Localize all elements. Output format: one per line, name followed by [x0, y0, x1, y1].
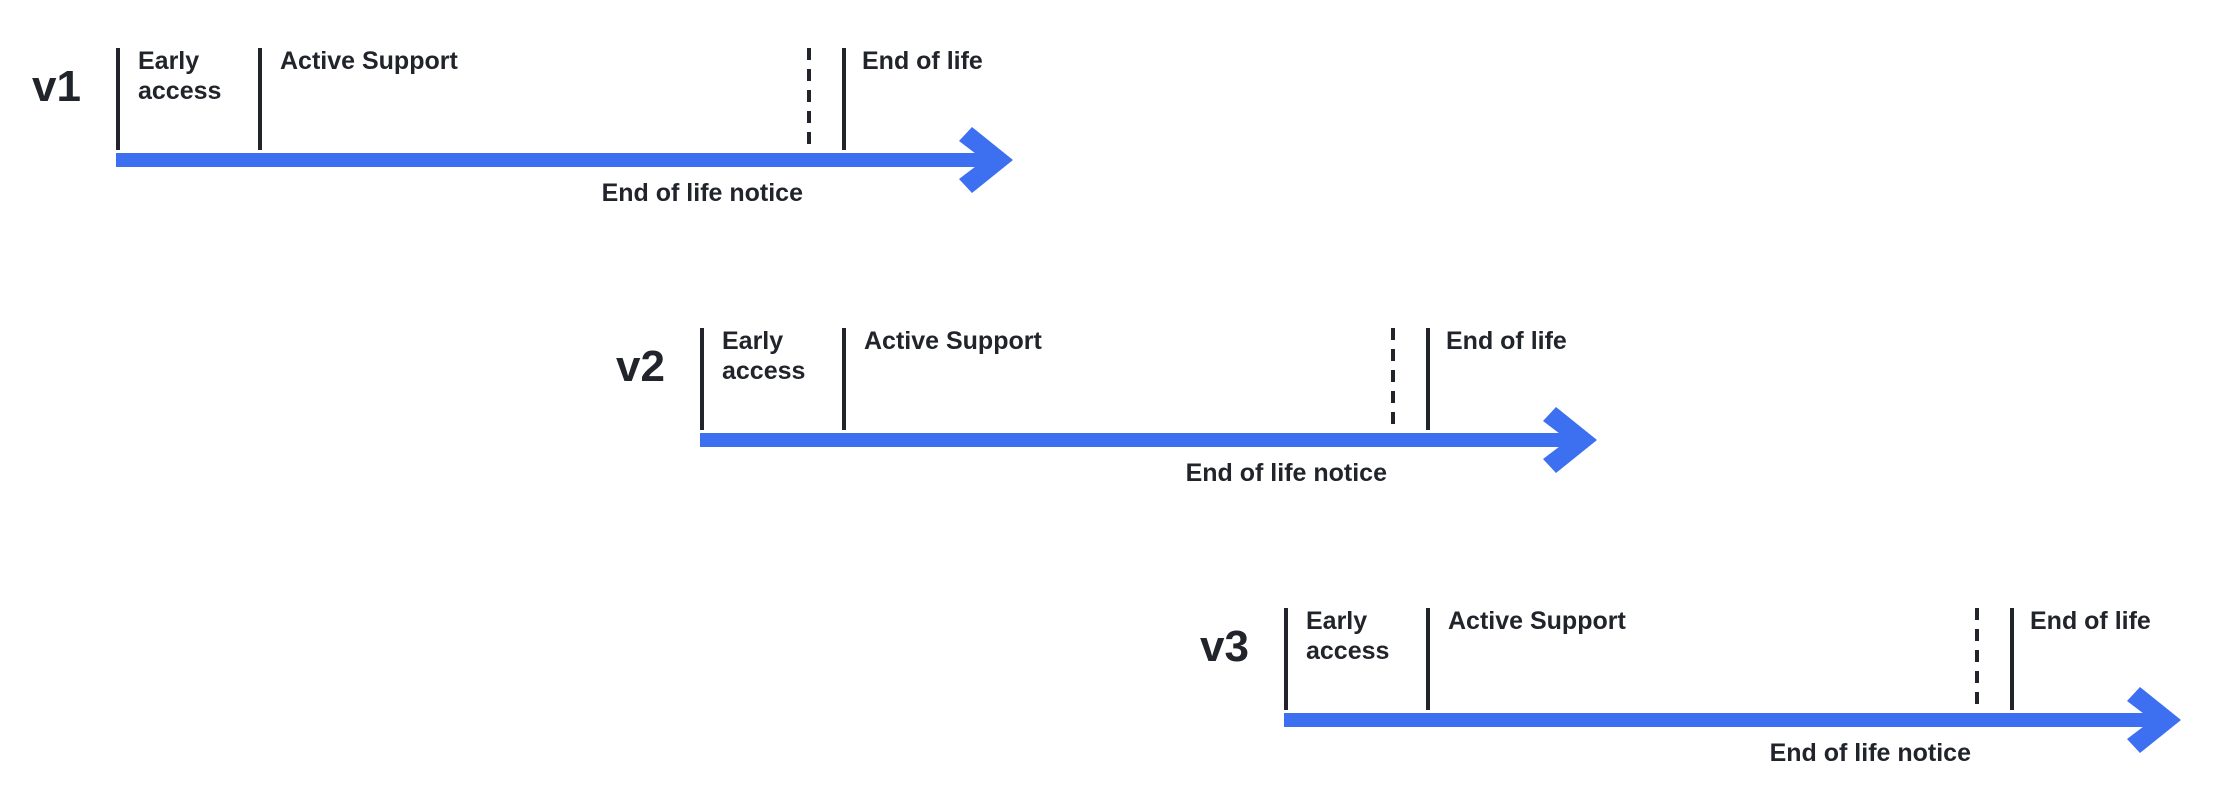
- timeline-arrow-shaft: [1284, 713, 2155, 727]
- right-arrow-icon: [1543, 407, 1597, 473]
- phase-label-active-support: Active Support: [280, 47, 458, 75]
- eol-notice-label: End of life notice: [1185, 459, 1387, 487]
- eol-notice-label: End of life notice: [1769, 739, 1971, 767]
- phase-label-end-of-life: End of life: [862, 47, 983, 75]
- timeline-start-tick: [1284, 608, 1288, 710]
- version-label: v1: [32, 62, 81, 111]
- eol-notice-dashed-line: [1975, 608, 1979, 709]
- phase-label-early-access: Early access: [1306, 607, 1390, 665]
- end-of-life-tick: [2010, 608, 2014, 710]
- right-arrow-icon: [959, 127, 1013, 193]
- version-label: v3: [1200, 622, 1249, 671]
- eol-notice-label: End of life notice: [601, 179, 803, 207]
- timeline-arrow-shaft: [700, 433, 1571, 447]
- early-access-end-tick: [1426, 608, 1430, 710]
- eol-notice-dashed-line: [1391, 328, 1395, 429]
- end-of-life-tick: [842, 48, 846, 150]
- phase-label-early-access: Early access: [722, 327, 806, 385]
- timeline-arrow-shaft: [116, 153, 987, 167]
- end-of-life-tick: [1426, 328, 1430, 430]
- timeline-start-tick: [116, 48, 120, 150]
- phase-label-end-of-life: End of life: [1446, 327, 1567, 355]
- eol-notice-dashed-line: [807, 48, 811, 149]
- timeline-start-tick: [700, 328, 704, 430]
- phase-label-active-support: Active Support: [864, 327, 1042, 355]
- early-access-end-tick: [842, 328, 846, 430]
- right-arrow-icon: [2127, 687, 2181, 753]
- version-label: v2: [616, 342, 665, 391]
- phase-label-active-support: Active Support: [1448, 607, 1626, 635]
- phase-label-end-of-life: End of life: [2030, 607, 2151, 635]
- early-access-end-tick: [258, 48, 262, 150]
- phase-label-early-access: Early access: [138, 47, 222, 105]
